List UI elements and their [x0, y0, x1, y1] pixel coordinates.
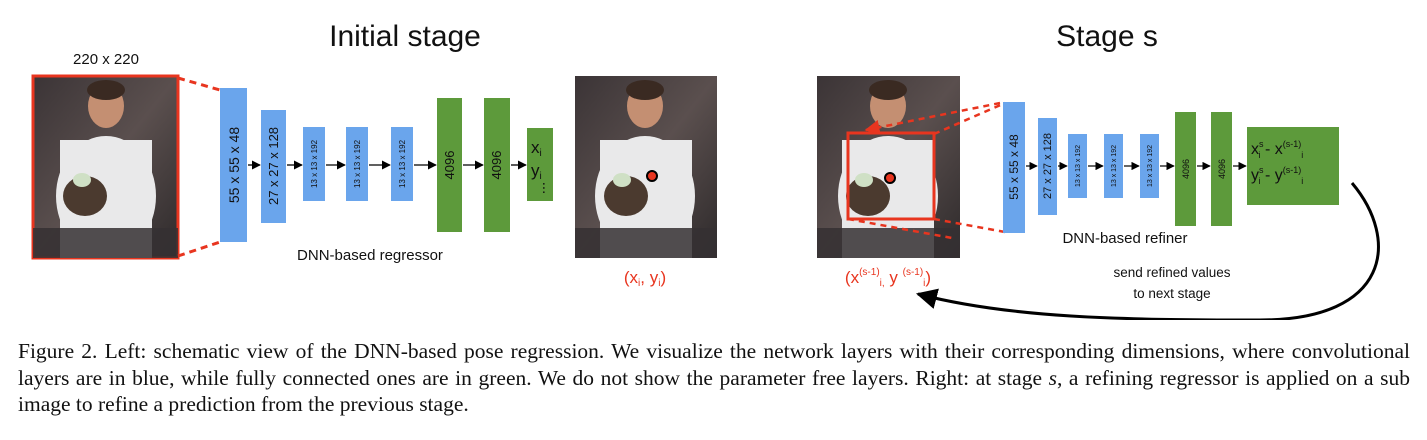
input-photo: [31, 74, 180, 260]
stage-s-title: Stage s: [1056, 20, 1158, 53]
layer-label-3: 13 x 13 x 192: [310, 139, 319, 188]
caption-text-1: Figure 2. Left: schematic view of the DN…: [18, 339, 1410, 390]
output-coords: xi yi ...: [531, 138, 556, 194]
previous-joint-marker: [884, 172, 896, 184]
stage-layer-label-2: 27 x 27 x 128: [1042, 133, 1054, 199]
output-y: y: [531, 161, 540, 180]
prediction-photo: [575, 76, 717, 258]
svg-text:ysi - y(s-1)i: ysi - y(s-1)i: [1251, 165, 1303, 186]
stage-conv-layer-4: [1104, 134, 1123, 198]
layer-label-4: 13 x 13 x 192: [353, 139, 362, 188]
initial-stage-title: Initial stage: [329, 20, 481, 53]
caption-text-2: , a refining regressor is applied on a s…: [18, 365, 1411, 417]
conv-layer-4: [346, 127, 368, 201]
crop-arrow: [864, 101, 1001, 135]
prediction-label: (xi, yi): [624, 268, 666, 289]
conv-layer-3: [303, 127, 325, 201]
right-layers: [1003, 102, 1339, 233]
stage-layer-label-1: 55 x 55 x 48: [1007, 134, 1021, 200]
regressor-label: DNN-based regressor: [297, 247, 443, 264]
output-layer: [527, 128, 553, 201]
crop-box: [846, 131, 936, 221]
figure-caption: Figure 2. Left: schematic view of the DN…: [18, 338, 1410, 418]
refiner-label: DNN-based refiner: [1062, 230, 1187, 247]
stage-conv-layer-1: [1003, 102, 1025, 233]
stage-fc-layer-1: [1175, 112, 1196, 226]
stage-conv-layer-5: [1140, 134, 1159, 198]
send-refined-label-line1: send refined values: [1113, 265, 1230, 280]
layer-label-6: 4096: [442, 151, 457, 180]
svg-text:xsi - x(s-1)i: xsi - x(s-1)i: [1251, 139, 1303, 160]
stage-output-layer: [1247, 127, 1339, 205]
projection-line-top: [177, 76, 221, 92]
output-dots: ...: [539, 182, 556, 195]
stage-layer-label-3: 13 x 13 x 192: [1075, 145, 1082, 187]
layer-label-5: 13 x 13 x 192: [398, 139, 407, 188]
layer-label-7: 4096: [489, 151, 504, 180]
stage-layer-label-7: 4096: [1217, 159, 1227, 179]
stage-layer-label-4: 13 x 13 x 192: [1111, 145, 1118, 187]
send-refined-label-line2: to next stage: [1133, 286, 1210, 301]
predicted-joint-marker: [646, 170, 658, 182]
output-y-sub: i: [540, 171, 542, 182]
stage-layer-label-6: 4096: [1181, 159, 1191, 179]
stage-input-photo: [817, 76, 960, 258]
pose-regression-figure: Initial stage 220 x 220 55 x 55 x 48 27 …: [31, 20, 1380, 320]
conv-layer-2: [261, 110, 286, 223]
output-x: x: [531, 138, 540, 157]
conv-layer-1: [220, 88, 247, 242]
stage-conv-layer-3: [1068, 134, 1087, 198]
output-x-sub: i: [540, 148, 542, 159]
svg-text:xi: xi: [531, 138, 542, 159]
stage-fc-layer-2: [1211, 112, 1232, 226]
stage-projection-bottom: [933, 217, 1006, 234]
stage-projection-top: [933, 101, 1006, 136]
layer-label-2: 27 x 27 x 128: [266, 127, 281, 205]
stage-conv-layer-2: [1038, 118, 1057, 215]
stage-projection-bottom-left: [847, 217, 953, 240]
fc-layer-1: [437, 98, 462, 232]
layer-label-1: 55 x 55 x 48: [226, 127, 242, 203]
input-size-label: 220 x 220: [73, 51, 139, 68]
previous-prediction-label: (x(s-1)i, y (s-1)i): [845, 267, 931, 289]
fc-layer-2: [484, 98, 510, 232]
left-layers: [220, 88, 553, 242]
svg-text:yi: yi: [531, 161, 542, 182]
projection-line-bottom: [177, 240, 221, 258]
stage-layer-label-5: 13 x 13 x 192: [1147, 145, 1154, 187]
caption-math-s: s: [1048, 365, 1057, 390]
conv-layer-5: [391, 127, 413, 201]
